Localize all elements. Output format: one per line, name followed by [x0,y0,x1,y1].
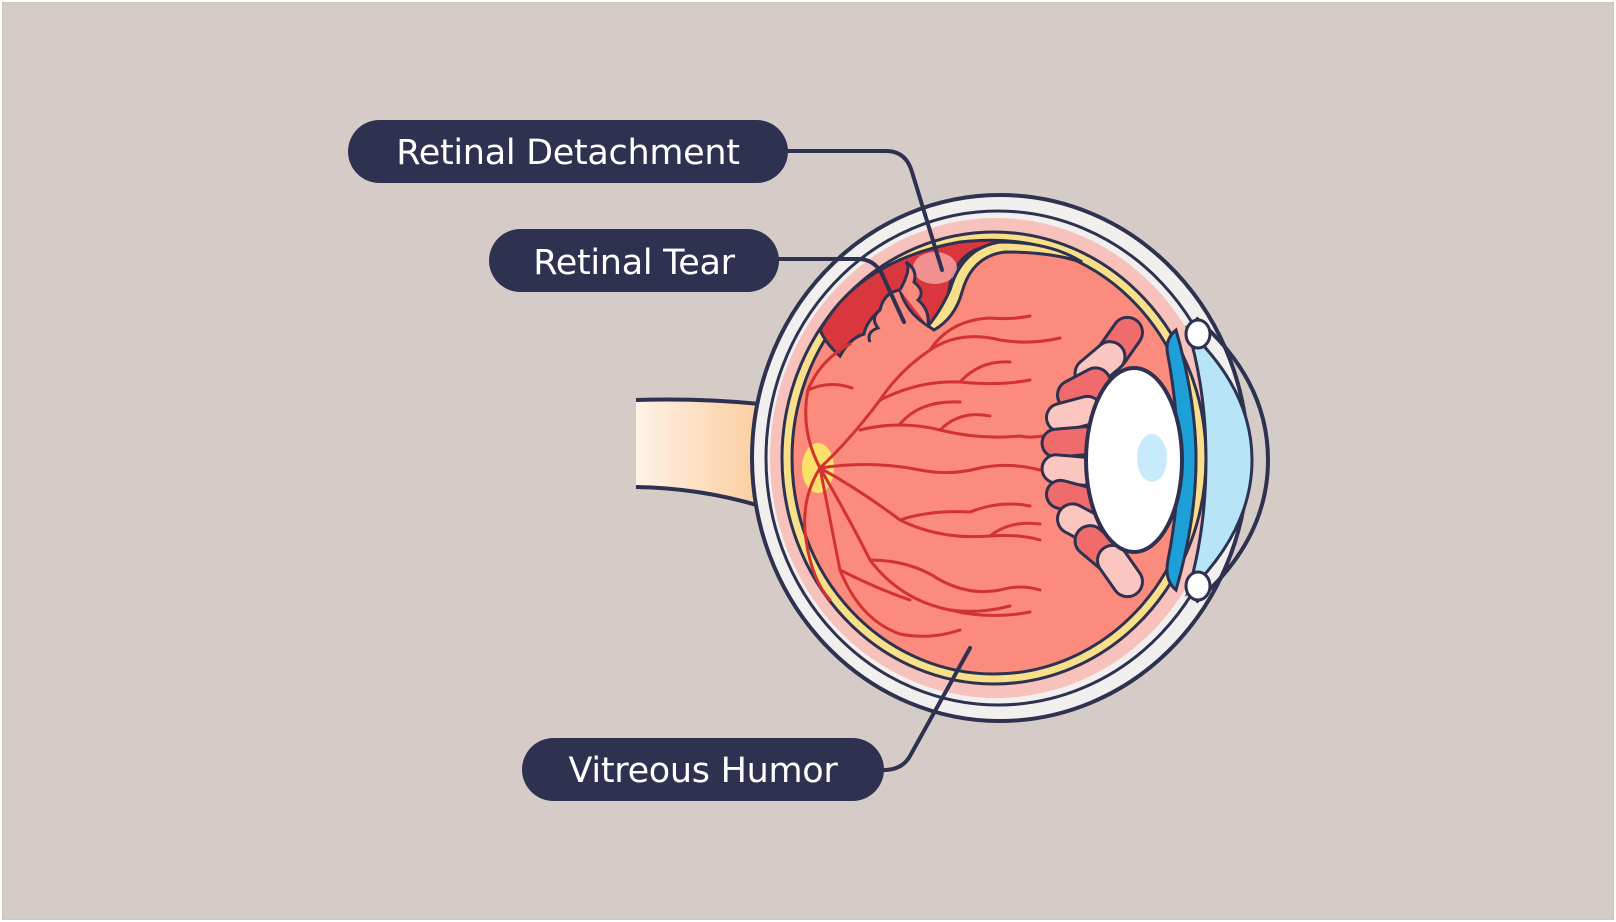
optic-nerve [635,397,762,508]
leader-retinal-detachment [786,149,944,272]
cornea [1184,316,1271,604]
label-vitreous-humor: Vitreous Humor [522,738,884,801]
label-retinal-detachment: Retinal Detachment [348,120,788,183]
label-retinal-tear: Retinal Tear [489,229,779,292]
leader-retinal-tear [776,257,906,324]
ciliary-body [1040,315,1144,599]
label-retinal-tear-text: Retinal Tear [533,243,735,283]
lens [1084,366,1184,554]
leader-vitreous-humor [882,646,972,772]
label-vitreous-humor-text: Vitreous Humor [569,751,839,791]
blood-vessels [803,314,1062,638]
label-retinal-detachment-text: Retinal Detachment [396,133,739,173]
retinal-detachment-region [818,238,1083,359]
leader-lines [776,149,972,772]
